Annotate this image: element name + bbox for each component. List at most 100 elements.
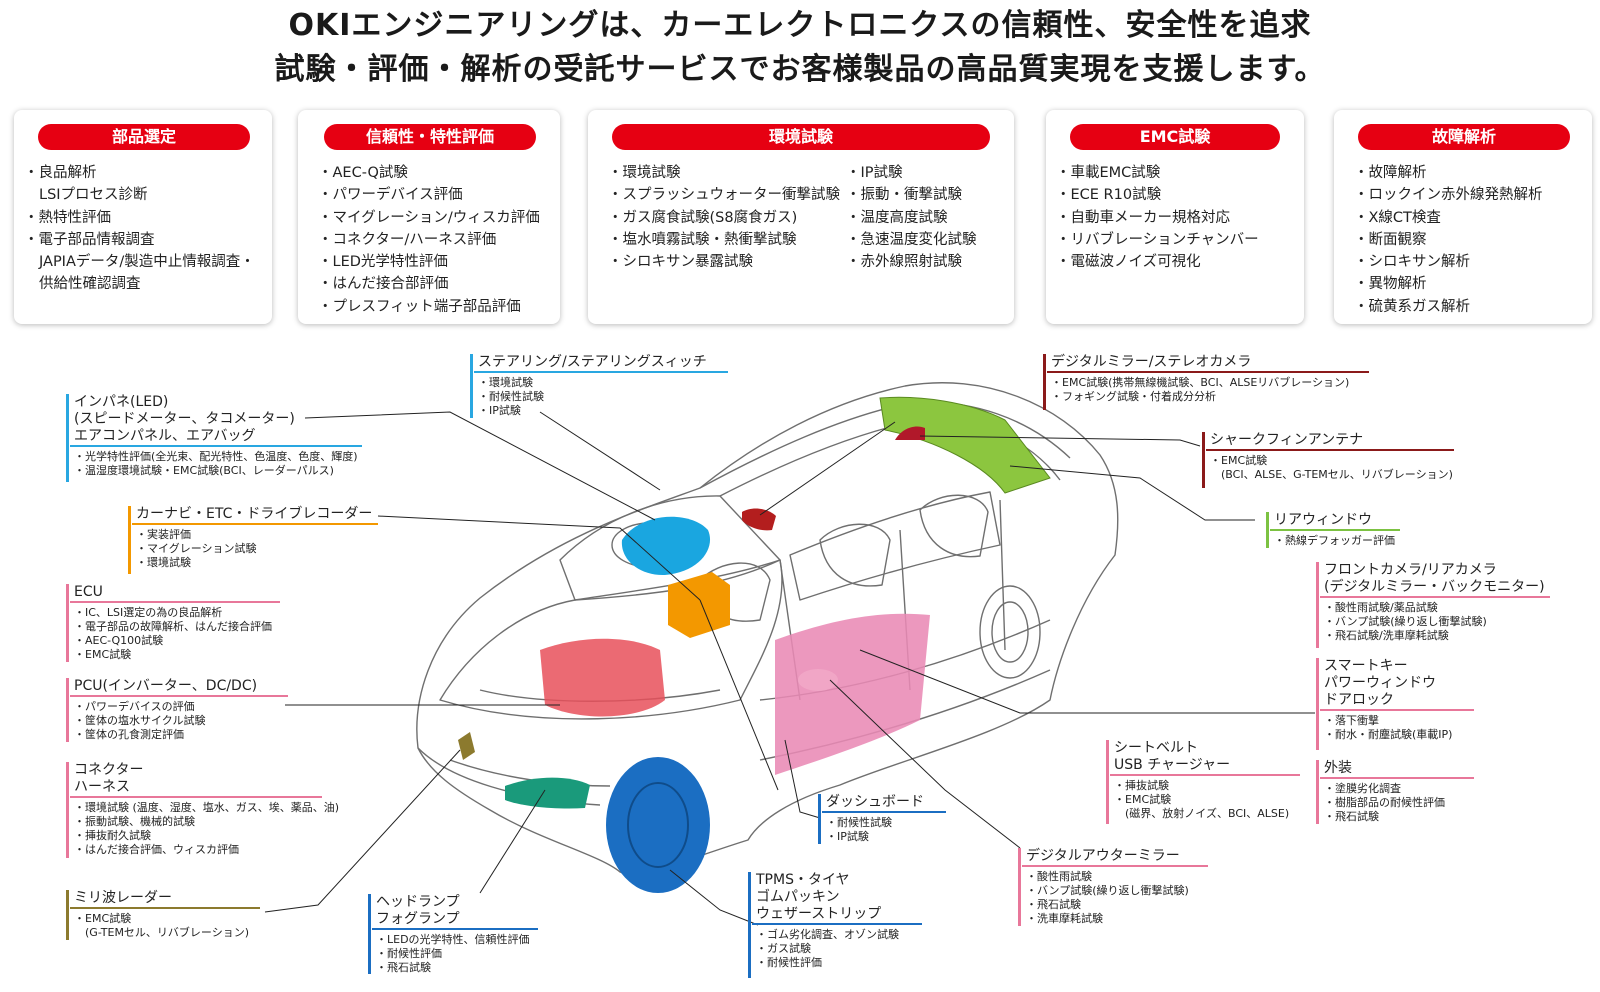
label-car-navi: カーナビ・ETC・ドライブレコーダー 実装評価 マイグレーション試験 環境試験: [132, 506, 378, 570]
list-item: 耐候性試験: [826, 816, 946, 830]
list-item: 赤外線照射試験: [846, 251, 977, 273]
list-item: 挿抜試験: [1114, 779, 1300, 793]
list-item: EMC試験: [1114, 793, 1300, 807]
label-title: コネクター: [74, 762, 144, 778]
navi-shape: [668, 572, 730, 638]
list-item: 温度高度試験: [846, 207, 977, 229]
list-item: マイグレーション/ウィスカ評価: [318, 207, 540, 229]
list-item: フォギング試験・付着成分分析: [1051, 390, 1369, 404]
exterior-bar: [1316, 760, 1319, 824]
list-item: 飛石試験: [1324, 810, 1474, 824]
label-underline: [1270, 529, 1400, 531]
list-item: マイグレーション試験: [136, 542, 378, 556]
roof-glass-shape: [879, 396, 1051, 494]
list-item: 耐候性試験: [478, 390, 728, 404]
shark-bar: [1202, 432, 1205, 488]
list-item: コネクター/ハーネス評価: [318, 229, 540, 251]
mirror-shape: [742, 508, 776, 531]
list-item: (BCI、ALSE、G-TEMセル、リバブレーション): [1221, 468, 1453, 481]
headline: OKIエンジニアリングは、カーエレクトロニクスの信頼性、安全性を追求 試験・評価…: [0, 4, 1600, 92]
label-ecu: ECU IC、LSI選定の為の良品解析 電子部品の故障解析、はんだ接合評価 AE…: [70, 584, 280, 662]
label-title: シャークフィンアンテナ: [1210, 432, 1364, 448]
list-item: シロキサン暴露試験: [608, 251, 840, 273]
list-item: 電子部品情報調査: [24, 229, 255, 251]
label-digital-mirror: デジタルミラー/ステレオカメラ EMC試験(携帯無線機試験、BCI、ALSEリバ…: [1047, 354, 1369, 404]
label-underline: [822, 811, 946, 813]
label-smart-key: スマートキー パワーウィンドウ ドアロック 落下衝撃 耐水・耐塵試験(車載IP): [1320, 658, 1474, 742]
list-item: 挿抜耐久試験: [74, 829, 339, 843]
list-item: 光学特性評価(全光束、配光特性、色温度、色度、輝度): [74, 450, 362, 464]
label-title: ドアロック: [1324, 692, 1394, 708]
label-underline: [70, 796, 322, 798]
list-item: 振動試験、機械的試験: [74, 815, 339, 829]
connector-bar: [66, 762, 69, 858]
label-title: ヘッドランプ: [376, 894, 460, 910]
label-dashboard: ダッシュボード 耐候性試験 IP試験: [822, 794, 946, 844]
list-item: 塩水噴霧試験・熱衝撃試験: [608, 229, 840, 251]
list-item: AEC-Q試験: [318, 162, 540, 184]
label-underline: [752, 923, 922, 925]
list-item: 酸性雨試験/薬品試験: [1324, 601, 1550, 615]
wheel-shape: [606, 757, 710, 893]
list-item: 筐体の孔食測定評価: [74, 728, 288, 742]
list-item: 実装評価: [136, 528, 378, 542]
list-item: 環境試験 (温度、湿度、塩水、ガス、埃、薬品、油): [74, 801, 339, 815]
seatbelt-bar: [1106, 740, 1109, 824]
list-item: 耐候性評価: [376, 947, 538, 961]
label-rear-window: リアウィンドウ 熱線デフォッガー評価: [1270, 512, 1400, 548]
headline-line-2: 試験・評価・解析の受託サービスでお客様製品の高品質実現を支援します。: [274, 52, 1326, 87]
list-item: EMC試験: [74, 912, 260, 926]
list-item: EMC試験: [74, 648, 280, 662]
list-item: 温湿度環境試験・EMC試験(BCI、レーダーパルス): [74, 464, 362, 478]
pcu-bar: [66, 678, 69, 742]
list-item: バンプ試験(繰り返し衝撃試験): [1324, 615, 1550, 629]
label-title: ウェザーストリップ: [756, 906, 882, 922]
label-digital-outer-mirror: デジタルアウターミラー 酸性雨試験 バンプ試験(繰り返し衝撃試験) 飛石試験 洗…: [1022, 848, 1208, 926]
label-title: PCU(インバーター、DC/DC): [74, 678, 258, 694]
list-item: プレスフィット端子部品評価: [318, 296, 540, 318]
list-item: 酸性雨試験: [1026, 870, 1208, 884]
service-title: 環境試験: [612, 124, 990, 150]
service-card-environment: 環境試験 環境試験 スプラッシュウォーター衝撃試験 ガス腐食試験(S8腐食ガス)…: [588, 110, 1014, 324]
label-title: TPMS・タイヤ: [756, 872, 850, 888]
label-underline: [1320, 596, 1550, 598]
list-item: 耐候性評価: [756, 956, 922, 970]
list-item: EMC試験(携帯無線機試験、BCI、ALSEリバブレーション): [1051, 376, 1369, 390]
label-steering: ステアリング/ステアリングスィッチ 環境試験 耐候性試験 IP試験: [474, 354, 728, 418]
label-exterior: 外装 塗膜劣化調査 樹脂部品の耐候性評価 飛石試験: [1320, 760, 1474, 824]
list-item: 飛石試験: [1026, 898, 1208, 912]
smart-bar: [1316, 658, 1319, 750]
label-title: シートベルト: [1114, 740, 1198, 756]
list-item: ECE R10試験: [1056, 184, 1259, 206]
navi-bar: [128, 506, 131, 574]
door-shape: [775, 613, 930, 775]
list-item: 熱線デフォッガー評価: [1274, 534, 1400, 548]
ecu-bar: [66, 584, 69, 662]
list-item: LSIプロセス診断: [39, 187, 148, 204]
list-item: パワーデバイス評価: [318, 184, 540, 206]
label-title: リアウィンドウ: [1274, 512, 1372, 528]
label-title: デジタルアウターミラー: [1026, 848, 1180, 864]
label-shark-fin: シャークフィンアンテナ EMC試験 (BCI、ALSE、G-TEMセル、リバブレ…: [1206, 432, 1454, 482]
label-title: フロントカメラ/リアカメラ: [1324, 562, 1497, 578]
list-item: シロキサン解析: [1354, 251, 1543, 273]
label-seatbelt: シートベルト USB チャージャー 挿抜試験 EMC試験 (磁界、放射ノイズ、B…: [1110, 740, 1300, 821]
list-item: 車載EMC試験: [1056, 162, 1259, 184]
list-item: 耐水・耐塵試験(車載IP): [1324, 728, 1474, 742]
steering-bar: [470, 354, 473, 418]
list-item: IP試験: [826, 830, 946, 844]
service-title: 信頼性・特性評価: [324, 124, 536, 150]
list-item: はんだ接合部評価: [318, 273, 540, 295]
list-item: はんだ接合評価、ウィスカ評価: [74, 843, 339, 857]
label-title: ゴムパッキン: [756, 889, 840, 905]
list-item: IP試験: [478, 404, 728, 418]
service-title: EMC試験: [1070, 124, 1280, 150]
label-instrument-panel: インパネ(LED) (スピードメーター、タコメーター) エアコンパネル、エアバッ…: [70, 394, 362, 478]
list-item: 落下衝撃: [1324, 714, 1474, 728]
label-front-rear-camera: フロントカメラ/リアカメラ (デジタルミラー・バックモニター) 酸性雨試験/薬品…: [1320, 562, 1550, 643]
list-item: 振動・衝撃試験: [846, 184, 977, 206]
list-item: バンプ試験(繰り返し衝撃試験): [1026, 884, 1208, 898]
service-card-failure-analysis: 故障解析 故障解析 ロックイン赤外線発熱解析 X線CT検査 断面観察 シロキサン…: [1334, 110, 1592, 324]
service-card-reliability: 信頼性・特性評価 AEC-Q試験 パワーデバイス評価 マイグレーション/ウィスカ…: [298, 110, 560, 324]
